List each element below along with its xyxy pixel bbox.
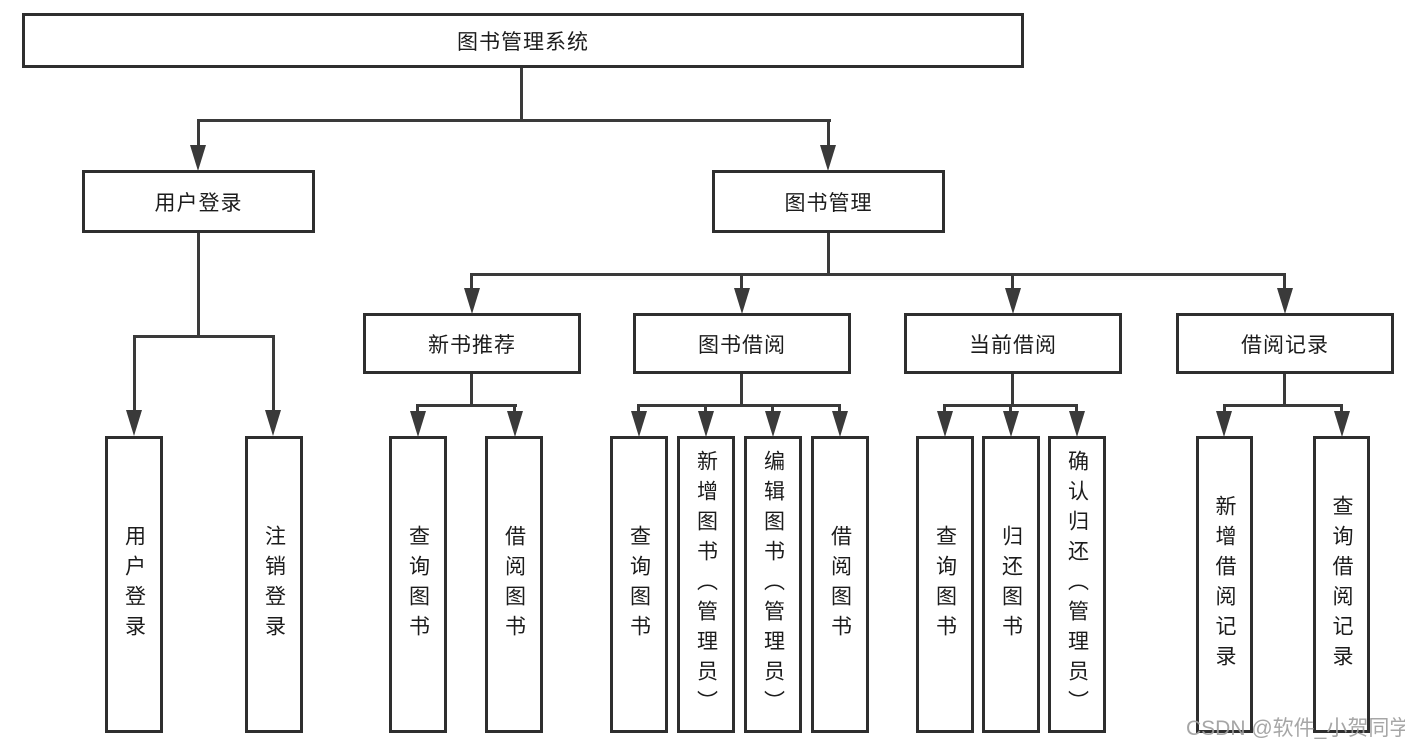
node-label: 图书管理系统 (457, 30, 589, 54)
leaf-user-login: 用户登录 (105, 436, 163, 733)
leaf-logout: 注销登录 (245, 436, 303, 733)
leaf-confirm-return-admin: 确认归还（管理员） (1048, 436, 1106, 733)
arrowhead-down-icon (1005, 288, 1021, 314)
connector-line (943, 404, 946, 413)
csdn-watermark: CSDN @软件_小贺同学 (1186, 717, 1405, 740)
leaf-label: 确认归还（管理员） (1065, 449, 1089, 720)
leaf-label: 查询图书 (627, 524, 651, 645)
connector-line (838, 404, 841, 413)
connector-line (416, 404, 419, 413)
connector-line (470, 273, 473, 290)
arrowhead-down-icon (937, 411, 953, 437)
arrowhead-down-icon (765, 411, 781, 437)
connector-line (704, 404, 707, 413)
node-library-management-system: 图书管理系统 (22, 13, 1024, 68)
connector-line (637, 404, 840, 407)
node-label: 图书借阅 (698, 333, 786, 357)
connector-line (1283, 273, 1286, 290)
leaf-borrow-books-recommend: 借阅图书 (485, 436, 543, 733)
leaf-query-books-current: 查询图书 (916, 436, 974, 733)
connector-line (1011, 374, 1014, 405)
node-book-borrowing: 图书借阅 (633, 313, 851, 374)
leaf-label: 归还图书 (999, 524, 1023, 645)
connector-line (1009, 404, 1012, 413)
leaf-label: 借阅图书 (828, 524, 852, 645)
leaf-borrow-books: 借阅图书 (811, 436, 869, 733)
leaf-add-books-admin: 新增图书（管理员） (677, 436, 735, 733)
connector-line (133, 335, 136, 412)
leaf-label: 新增借阅记录 (1213, 494, 1236, 675)
node-label: 用户登录 (154, 191, 243, 215)
arrowhead-down-icon (1216, 411, 1232, 437)
connector-line (272, 335, 275, 412)
connector-line (1223, 404, 1226, 413)
node-label: 图书管理 (784, 191, 873, 215)
leaf-query-books-recommend: 查询图书 (389, 436, 447, 733)
connector-line (520, 68, 523, 119)
connector-line (197, 233, 200, 335)
connector-line (197, 119, 831, 122)
node-label: 新书推荐 (428, 333, 516, 357)
leaf-label: 查询图书 (406, 524, 430, 645)
connector-line (740, 374, 743, 405)
arrowhead-down-icon (832, 411, 848, 437)
leaf-label: 借阅图书 (502, 524, 526, 645)
arrowhead-down-icon (507, 411, 523, 437)
arrowhead-down-icon (126, 410, 142, 436)
arrowhead-down-icon (698, 411, 714, 437)
arrowhead-down-icon (734, 288, 750, 314)
node-current-borrowing: 当前借阅 (904, 313, 1122, 374)
arrowhead-down-icon (464, 288, 480, 314)
connector-line (470, 374, 473, 405)
connector-line (771, 404, 774, 413)
connector-line (1340, 404, 1343, 413)
leaf-label: 查询图书 (933, 524, 957, 645)
leaf-edit-books-admin: 编辑图书（管理员） (744, 436, 802, 733)
arrowhead-down-icon (190, 145, 206, 171)
connector-line (513, 404, 516, 413)
connector-line (1011, 273, 1014, 290)
connector-line (1223, 404, 1343, 407)
node-book-management: 图书管理 (712, 170, 945, 233)
arrowhead-down-icon (265, 410, 281, 436)
connector-line (1283, 374, 1286, 405)
arrowhead-down-icon (410, 411, 426, 437)
connector-line (637, 404, 640, 413)
connector-line (740, 273, 743, 290)
leaf-query-borrow-record: 查询借阅记录 (1313, 436, 1370, 733)
leaf-label: 新增图书（管理员） (694, 449, 718, 720)
connector-line (133, 335, 275, 338)
connector-line (470, 273, 1286, 276)
node-borrowing-records: 借阅记录 (1176, 313, 1394, 374)
connector-line (416, 404, 517, 407)
connector-line (197, 119, 200, 148)
leaf-label: 用户登录 (122, 524, 146, 645)
arrowhead-down-icon (1334, 411, 1350, 437)
leaf-label: 查询借阅记录 (1330, 494, 1353, 675)
arrowhead-down-icon (1277, 288, 1293, 314)
arrowhead-down-icon (1003, 411, 1019, 437)
arrowhead-down-icon (820, 145, 836, 171)
node-label: 借阅记录 (1241, 333, 1329, 357)
connector-line (827, 233, 830, 273)
node-new-book-recommendation: 新书推荐 (363, 313, 581, 374)
arrowhead-down-icon (631, 411, 647, 437)
connector-line (827, 119, 830, 148)
arrowhead-down-icon (1069, 411, 1085, 437)
leaf-label: 注销登录 (262, 524, 286, 645)
node-user-login: 用户登录 (82, 170, 315, 233)
leaf-return-books: 归还图书 (982, 436, 1040, 733)
connector-line (1075, 404, 1078, 413)
leaf-add-borrow-record: 新增借阅记录 (1196, 436, 1253, 733)
node-label: 当前借阅 (969, 333, 1057, 357)
leaf-label: 编辑图书（管理员） (761, 449, 785, 720)
leaf-query-books-borrow: 查询图书 (610, 436, 668, 733)
